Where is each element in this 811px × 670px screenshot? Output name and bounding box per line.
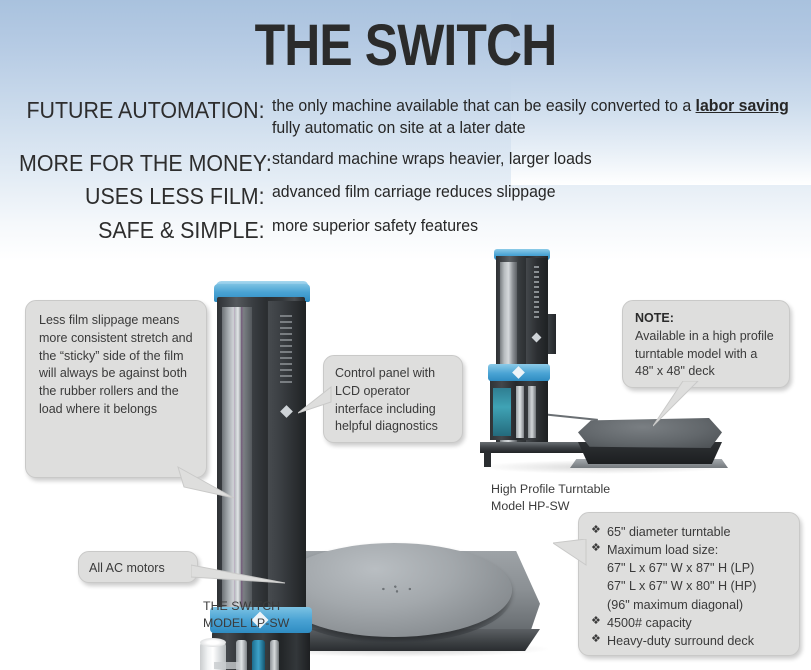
caption-lp-line1: THE SWITCH <box>203 599 281 613</box>
hp-tower-cap <box>494 249 550 260</box>
feature-text-part-before: the only machine available that can be e… <box>272 97 696 115</box>
callout-note-body: NOTE: Available in a high profile turntab… <box>635 310 778 381</box>
callout-note-text: Available in a high profile turntable mo… <box>635 328 774 379</box>
diamond-bullet-icon: ❖ <box>591 524 601 536</box>
lp-brand-marking <box>280 315 292 385</box>
feature-label-future-automation: FUTURE AUTOMATION: <box>26 97 265 123</box>
hp-carriage-green-panel <box>493 388 511 436</box>
feature-label-more-for-the-money: MORE FOR THE MONEY: <box>19 149 272 176</box>
caption-hp-line2: Model HP-SW <box>491 499 570 514</box>
hp-roller-b <box>528 386 536 438</box>
callout-note-heading: NOTE: <box>635 311 674 325</box>
feature-text-emphasis: labor saving <box>695 97 789 115</box>
hp-base-frame <box>480 442 626 453</box>
list-item: (96" maximum diagonal) <box>591 596 789 614</box>
callout-film-slippage-text: Less film slippage means more consistent… <box>39 313 193 416</box>
feature-row-safe-and-simple: SAFE & SIMPLE: more superior safety feat… <box>0 216 811 244</box>
feature-label-safe-and-simple: SAFE & SIMPLE: <box>98 216 265 243</box>
list-item: 67" L x 67" W x 80" H (HP) <box>591 577 789 595</box>
feature-text-future-automation: the only machine available that can be e… <box>272 96 789 140</box>
spec-text: 67" L x 67" W x 80" H (HP) <box>607 579 757 594</box>
page-title: THE SWITCH <box>254 13 558 78</box>
background-gradient-right <box>511 0 811 185</box>
lp-carriage-label <box>214 662 240 669</box>
hp-leg-left <box>484 451 491 467</box>
caption-lp-sw: THE SWITCH MODEL LP-SW <box>203 598 289 632</box>
hp-high-profile-deck <box>578 418 722 448</box>
diamond-bullet-icon: ❖ <box>591 632 601 645</box>
hp-roller-a <box>516 386 524 438</box>
spec-text: 4500# capacity <box>607 615 692 630</box>
callout-note-tail <box>652 380 700 427</box>
callout-ac-motors-text: All AC motors <box>89 561 165 575</box>
callout-control-panel-tail <box>297 385 332 414</box>
spec-text: Heavy-duty surround deck <box>607 633 754 648</box>
feature-row-more-for-the-money: MORE FOR THE MONEY: standard machine wra… <box>0 149 811 177</box>
callout-control-panel[interactable]: Control panel with LCD operator interfac… <box>297 355 463 443</box>
lp-roller-b <box>252 640 265 670</box>
turntable-center-dots <box>380 585 414 593</box>
caption-hp-line1: High Profile Turntable <box>491 482 611 496</box>
list-item: ❖ 65" diameter turntable <box>591 523 789 541</box>
callout-film-slippage[interactable]: Less film slippage means more consistent… <box>25 300 235 499</box>
spec-text: 67" L x 67" W x 87" H (LP) <box>607 561 755 576</box>
callout-control-panel-text: Control panel with LCD operator interfac… <box>335 366 438 434</box>
feature-row-future-automation: FUTURE AUTOMATION: the only machine avai… <box>0 96 811 140</box>
callout-ac-motors[interactable]: All AC motors <box>78 551 286 584</box>
specification-list: ❖ 65" diameter turntable ❖ Maximum load si… <box>591 523 789 650</box>
callout-specifications[interactable]: ❖ 65" diameter turntable ❖ Maximum load si… <box>551 512 800 656</box>
lp-mast-rail-highlight <box>235 307 241 627</box>
caption-lp-line2: MODEL LP-SW <box>203 616 290 631</box>
lp-film-roll-top <box>200 638 226 647</box>
feature-list: FUTURE AUTOMATION: the only machine avai… <box>0 96 811 246</box>
caption-hp-sw: High Profile Turntable Model HP-SW <box>491 481 610 515</box>
callout-note[interactable]: NOTE: Available in a high profile turntab… <box>622 300 790 427</box>
spec-text: (96" maximum diagonal) <box>607 597 744 612</box>
feature-text-uses-less-film: advanced film carriage reduces slippage <box>272 182 556 201</box>
machine-illustration-hp-sw <box>478 246 728 476</box>
lp-roller-c <box>270 640 279 670</box>
list-item: ❖ Maximum load size: <box>591 541 789 559</box>
feature-text-more-for-the-money: standard machine wraps heavier, larger l… <box>272 149 592 168</box>
diamond-bullet-icon: ❖ <box>591 614 601 627</box>
hp-chain-detail <box>534 266 539 320</box>
callout-specifications-tail <box>551 538 587 569</box>
list-item: ❖ Heavy-duty surround deck <box>591 632 789 650</box>
feature-text-safe-and-simple: more superior safety features <box>272 216 479 235</box>
feature-text-part-after: fully automatic on site at a later date <box>272 118 526 137</box>
callout-film-slippage-tail <box>176 465 236 499</box>
machine-illustration-lp-sw <box>190 255 560 670</box>
diamond-bullet-icon: ❖ <box>591 542 601 555</box>
feature-label-uses-less-film: USES LESS FILM: <box>85 182 265 209</box>
callout-ac-motors-tail <box>190 561 287 587</box>
feature-row-uses-less-film: USES LESS FILM: advanced film carriage r… <box>0 182 811 210</box>
lp-roller-a <box>236 640 247 670</box>
list-item: 67" L x 67" W x 87" H (LP) <box>591 559 789 577</box>
spec-text: Maximum load size: <box>607 543 719 558</box>
spec-text: 65" diameter turntable <box>607 525 731 539</box>
hp-side-box <box>548 314 556 354</box>
hp-arm-wire <box>542 413 598 421</box>
list-item: ❖ 4500# capacity <box>591 614 789 632</box>
